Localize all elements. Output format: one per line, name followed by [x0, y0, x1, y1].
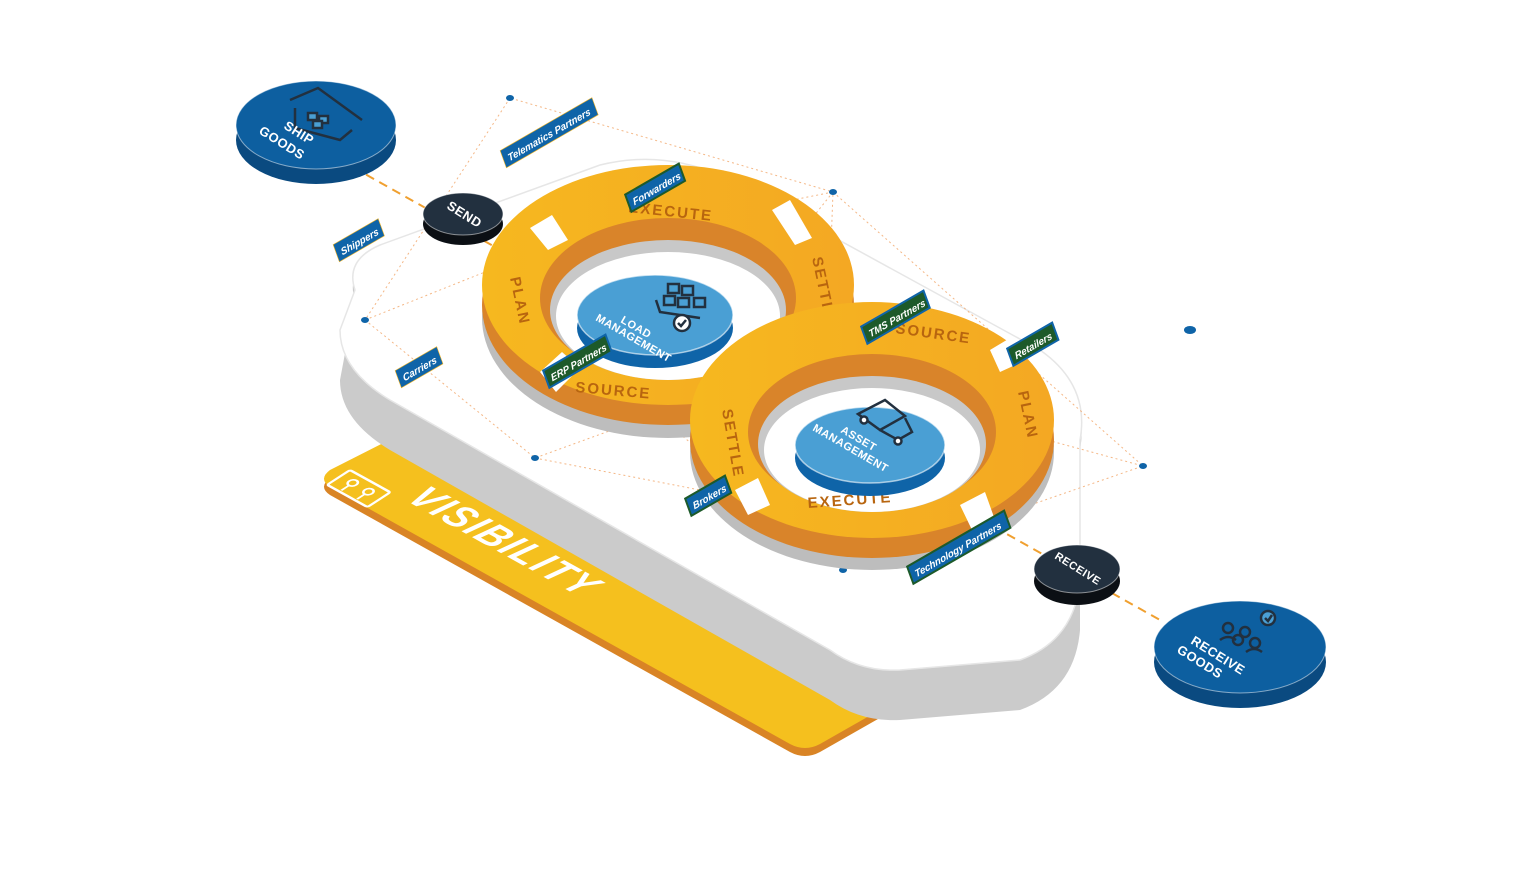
pallet-boxes-check-icon — [654, 282, 707, 333]
segment-source-1: SOURCE — [575, 379, 652, 403]
receive-step[interactable]: RECEIVE — [1033, 544, 1121, 605]
people-clock-icon — [1219, 609, 1277, 654]
loop-asset-management: SOURCE PLAN EXECUTE SETTLE ASSET MANAGEM… — [690, 302, 1054, 570]
map-icon — [326, 469, 391, 508]
svg-text:Telematics Partners: Telematics Partners — [507, 106, 593, 164]
truck-icon — [855, 398, 914, 446]
hub-load-management[interactable]: LOAD MANAGEMENT — [576, 274, 734, 368]
tag-forwarders[interactable]: Forwarders — [623, 162, 687, 214]
hub-asset-management[interactable]: ASSET MANAGEMENT — [794, 398, 946, 496]
warehouse-icon — [289, 86, 363, 142]
ship-goods-disc[interactable]: SHIP GOODS — [235, 80, 397, 184]
receive-goods-disc[interactable]: RECEIVE GOODS — [1153, 600, 1327, 708]
tag-telematics-partners[interactable]: Telematics Partners — [499, 97, 599, 169]
send-step[interactable]: SEND — [422, 192, 504, 245]
